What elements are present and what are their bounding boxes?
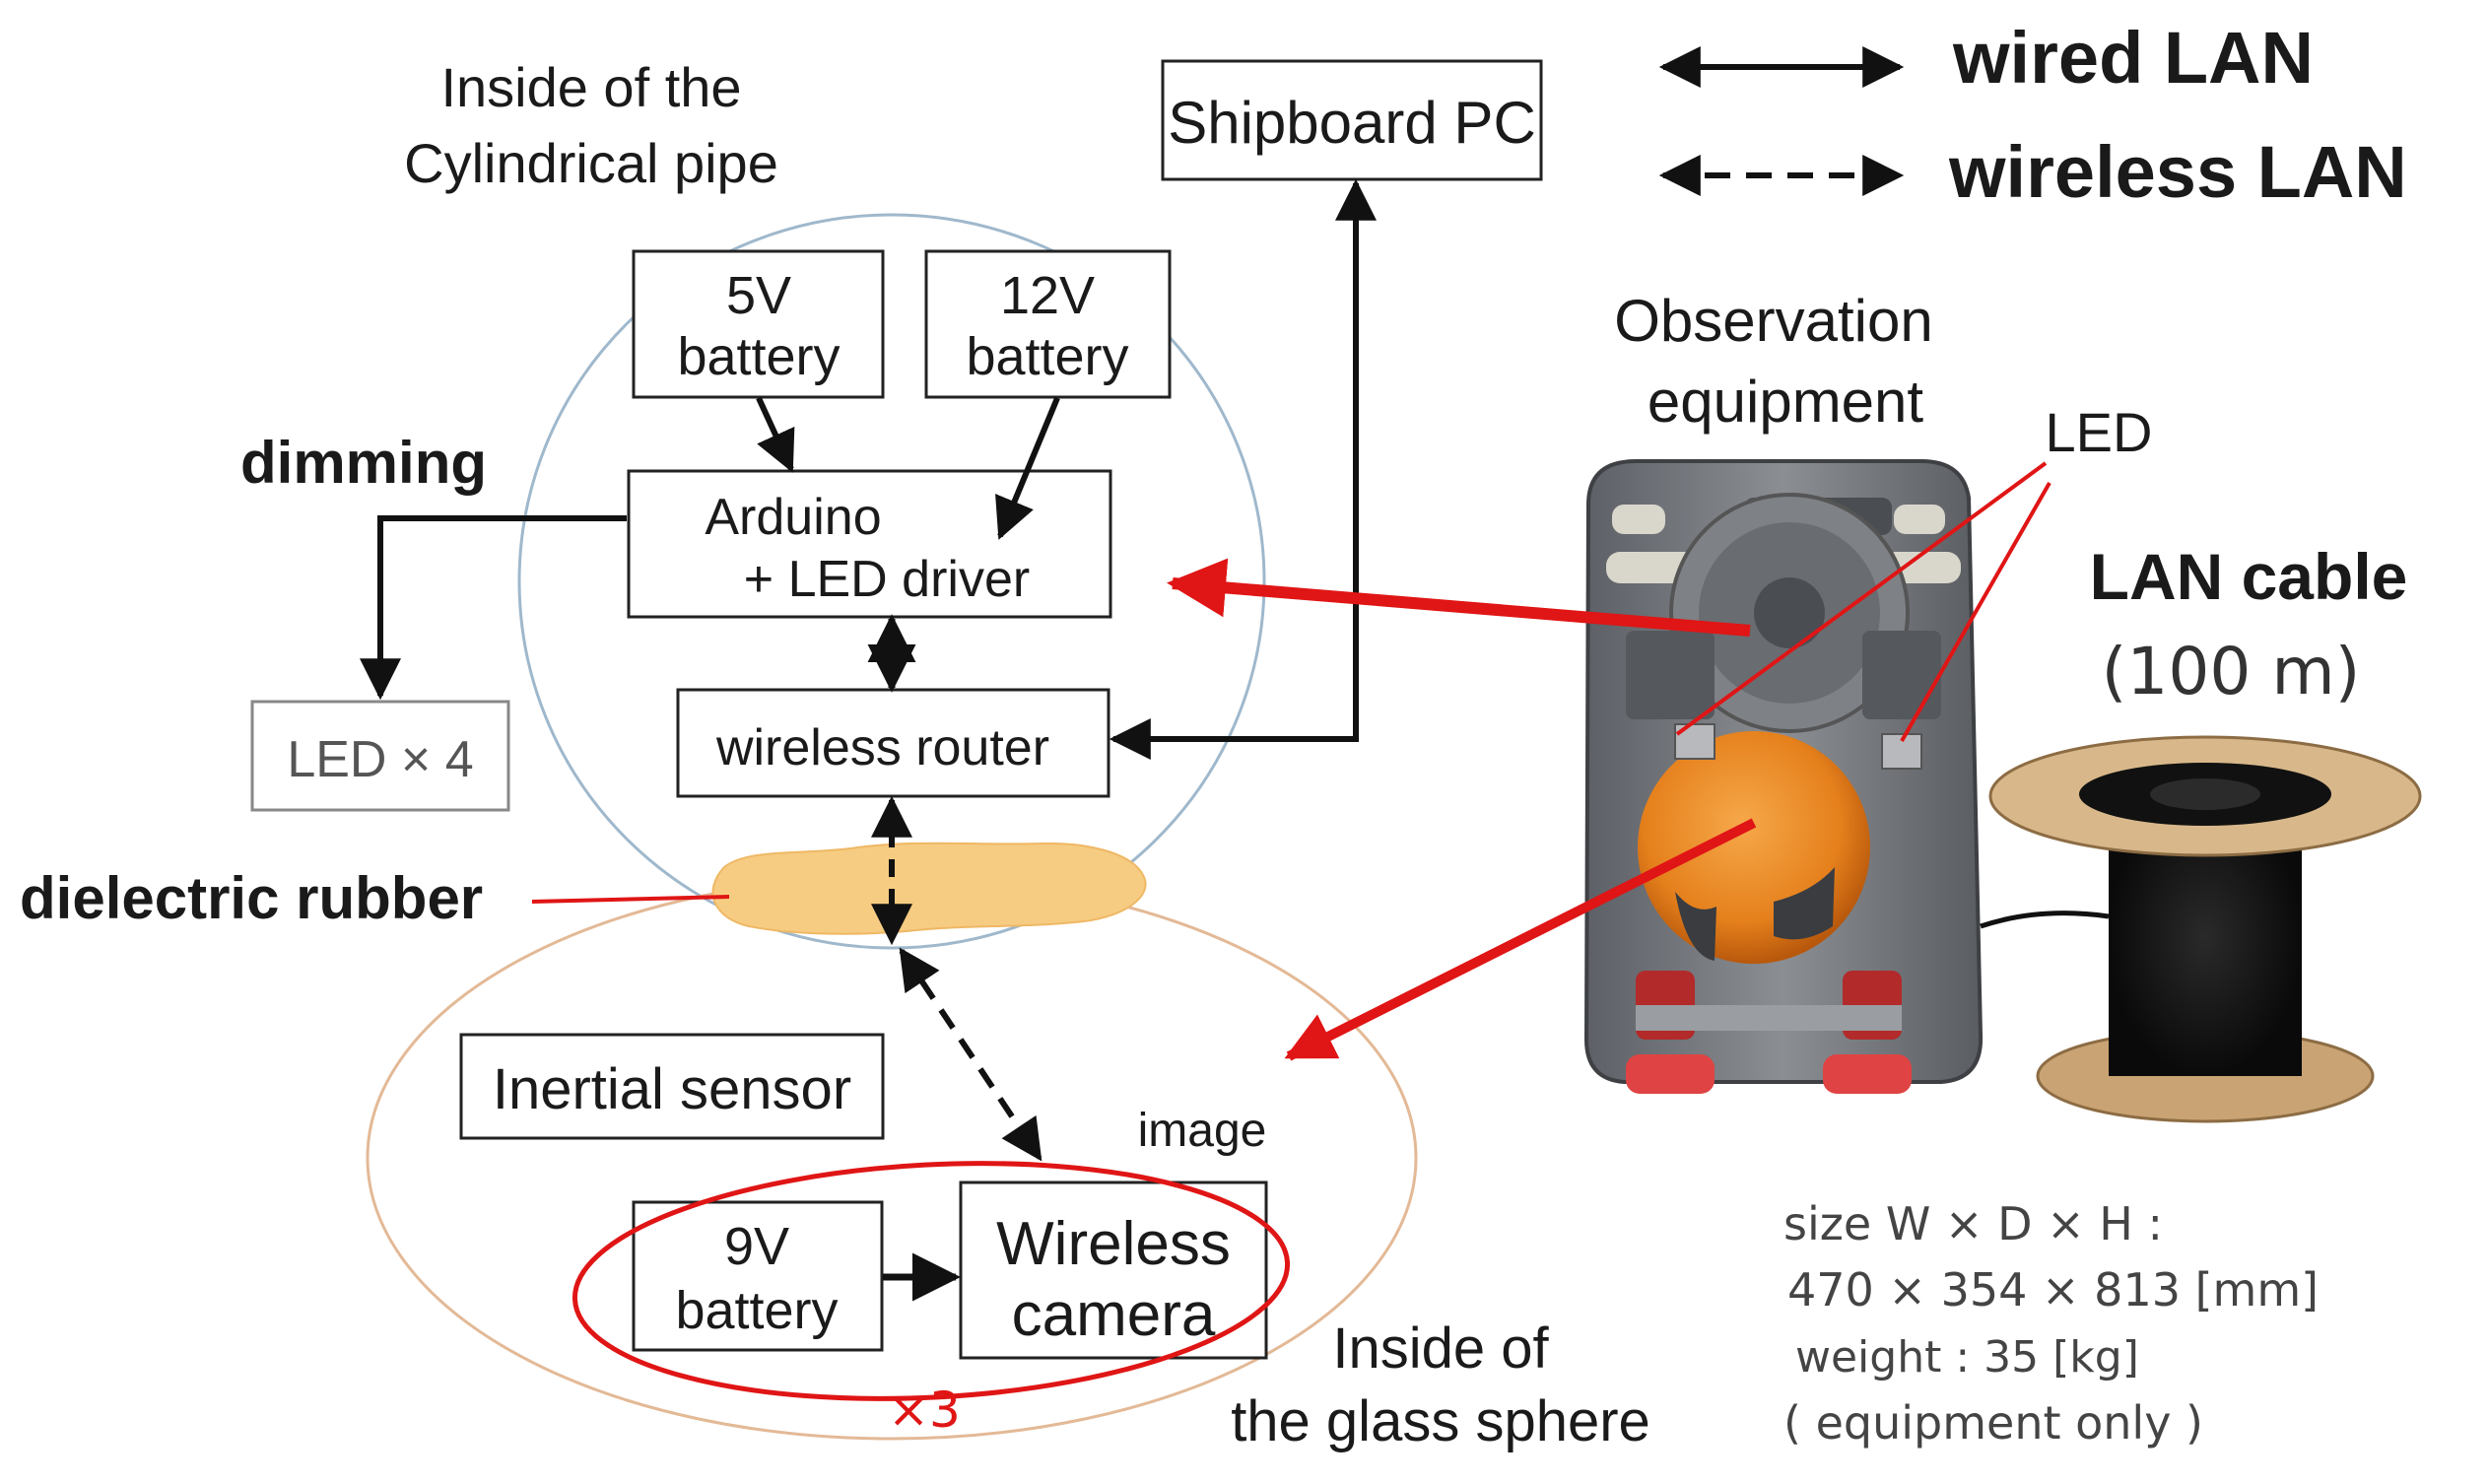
arrow-5v-to-arduino bbox=[756, 396, 795, 473]
camera-unit-highlight bbox=[572, 1161, 1291, 1401]
wireless-router-label: wireless router bbox=[715, 719, 1049, 776]
battery-12v-sublabel: battery bbox=[966, 327, 1128, 386]
battery-12v-label: 12V bbox=[1000, 266, 1095, 325]
dimming-line bbox=[360, 515, 627, 701]
lan-cable-label: LAN cable bbox=[2090, 540, 2408, 613]
legend: wired LAN wireless LAN bbox=[1658, 17, 2407, 213]
arrow-12v-to-arduino bbox=[995, 396, 1060, 540]
led-pointer-left bbox=[1675, 461, 2048, 736]
battery-5v-box: 5V battery bbox=[632, 249, 885, 399]
arduino-box: Arduino + LED driver bbox=[627, 469, 1112, 619]
spec-dimensions: 470 × 354 × 813 [mm] bbox=[1787, 1263, 2319, 1316]
wired-legend-label: wired LAN bbox=[1952, 17, 2314, 99]
lan-cable-sublabel: (100 m) bbox=[2102, 634, 2361, 709]
shipboard-pc-label: Shipboard PC bbox=[1168, 90, 1536, 156]
wireless-link-to-camera bbox=[899, 947, 1043, 1162]
battery-9v-box: 9V battery bbox=[632, 1200, 884, 1352]
observation-sublabel: equipment bbox=[1648, 369, 1924, 435]
battery-5v-label: 5V bbox=[726, 266, 791, 325]
shipboard-pc-box: Shipboard PC bbox=[1161, 59, 1543, 181]
lan-cable-spool-image bbox=[1980, 735, 2422, 1123]
spec-size: size W × D × H : bbox=[1783, 1197, 2163, 1250]
pointer-to-arduino bbox=[1167, 558, 1751, 637]
dielectric-rubber-label: dielectric rubber bbox=[20, 865, 483, 931]
inertial-sensor-box: Inertial sensor bbox=[459, 1033, 885, 1140]
pointer-to-sphere bbox=[1284, 818, 1757, 1061]
battery-9v-label: 9V bbox=[724, 1217, 789, 1276]
image-label: image bbox=[1138, 1105, 1267, 1157]
spec-weight: weight : 35 [kg] bbox=[1795, 1332, 2139, 1383]
rubber-pointer-line bbox=[531, 895, 730, 904]
spec-note: ( equipment only ) bbox=[1783, 1396, 2203, 1450]
observation-label: Observation bbox=[1614, 288, 1933, 354]
observation-equipment-image bbox=[1583, 459, 1984, 1094]
camera-label: Wireless bbox=[996, 1210, 1231, 1278]
battery-12v-box: 12V battery bbox=[924, 249, 1172, 399]
arduino-label: Arduino bbox=[705, 489, 881, 546]
wireless-camera-box: Wireless camera bbox=[959, 1180, 1268, 1360]
led-label: LED bbox=[2046, 401, 2153, 463]
led-x4-box: LED × 4 bbox=[250, 700, 510, 812]
inertial-sensor-label: Inertial sensor bbox=[493, 1057, 851, 1121]
wireless-legend-label: wireless LAN bbox=[1948, 131, 2407, 213]
arduino-sublabel: + LED driver bbox=[744, 551, 1030, 608]
dimming-label: dimming bbox=[240, 430, 487, 496]
times3-label: ×3 bbox=[888, 1382, 961, 1439]
camera-sublabel: camera bbox=[1012, 1281, 1216, 1349]
wired-lan-link bbox=[1109, 178, 1377, 760]
sphere-title-line1: Inside of bbox=[1332, 1316, 1549, 1381]
dielectric-rubber-blob bbox=[711, 842, 1147, 935]
cylinder-title-line1: Inside of the bbox=[440, 56, 741, 118]
led-pointer-right bbox=[1900, 482, 2052, 742]
cylinder-title-line2: Cylindrical pipe bbox=[404, 132, 778, 194]
battery-5v-sublabel: battery bbox=[677, 327, 840, 386]
wireless-router-box: wireless router bbox=[676, 688, 1110, 798]
battery-9v-sublabel: battery bbox=[675, 1281, 838, 1340]
sphere-title-line2: the glass sphere bbox=[1231, 1389, 1650, 1453]
led-x4-label: LED × 4 bbox=[287, 731, 473, 788]
